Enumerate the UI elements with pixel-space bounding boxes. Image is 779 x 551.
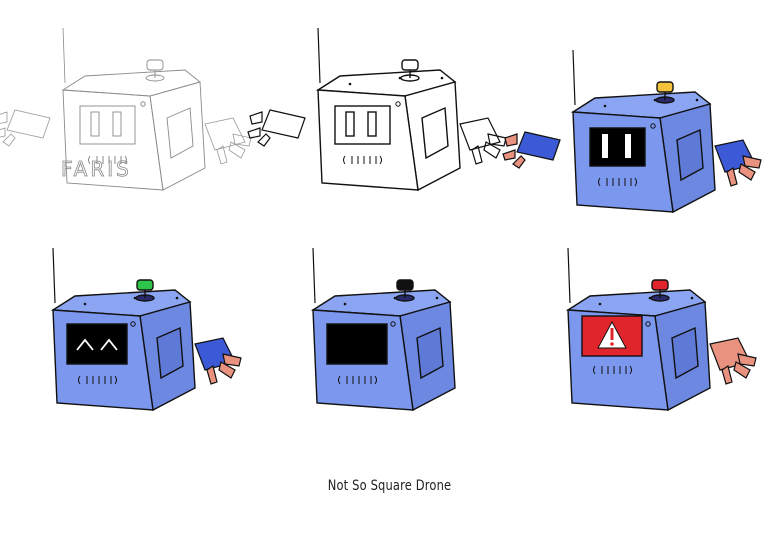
left-arm — [0, 109, 51, 147]
right-arm — [709, 337, 757, 385]
rivet — [348, 82, 352, 86]
face-screen — [581, 315, 643, 357]
face-screen — [589, 127, 646, 167]
antenna — [567, 247, 571, 304]
antenna — [62, 27, 66, 84]
face-screen — [334, 105, 391, 145]
drone-sketch: FARIS — [0, 27, 252, 191]
camera-dot — [645, 321, 651, 327]
eye-bar-right — [112, 111, 122, 137]
side-window — [676, 128, 704, 182]
left-arm-segment — [6, 109, 51, 139]
right-arm-segment — [459, 117, 501, 151]
speaker-bracket — [78, 375, 117, 385]
right-claw — [471, 133, 507, 165]
speaker-bracket — [88, 155, 127, 165]
side-window — [416, 326, 444, 380]
right-arm — [714, 139, 762, 187]
right-arm-segment — [194, 337, 236, 371]
knob-top — [656, 81, 674, 93]
face-screen — [66, 323, 128, 365]
right-arm — [194, 337, 242, 385]
rivet — [695, 98, 699, 102]
caption-title: Not So Square Drone — [327, 478, 452, 494]
rivet — [83, 302, 87, 306]
sketch-label: FARIS — [61, 157, 132, 181]
antenna — [312, 247, 316, 304]
drone-red — [565, 247, 757, 412]
rivet — [435, 296, 439, 300]
camera-dot — [390, 321, 396, 327]
side-window — [671, 326, 699, 380]
rivet — [175, 296, 179, 300]
right-arm-segment — [709, 337, 751, 371]
warning-dot — [610, 342, 614, 346]
eye-bar-left — [602, 134, 608, 158]
rivet — [603, 104, 607, 108]
right-claw — [726, 155, 762, 187]
body-top — [61, 69, 201, 97]
screen-panel — [334, 105, 391, 145]
rivet — [598, 302, 602, 306]
camera-dot — [650, 123, 656, 129]
speaker-bracket — [593, 365, 632, 375]
body-front — [317, 89, 419, 191]
right-arm — [204, 117, 252, 165]
left-claw — [0, 111, 16, 147]
speaker-bracket — [343, 155, 382, 165]
left-arm — [502, 131, 561, 169]
right-claw — [721, 353, 757, 385]
rivet — [343, 302, 347, 306]
warning-exclamation — [610, 328, 614, 340]
body-side — [149, 81, 206, 191]
right-arm-segment — [204, 117, 246, 151]
right-claw — [206, 353, 242, 385]
face-screen — [326, 323, 388, 365]
screen-panel — [326, 323, 388, 365]
left-claw — [502, 133, 526, 169]
antenna — [572, 49, 576, 106]
screen-panel — [79, 105, 136, 145]
left-arm — [247, 109, 306, 147]
right-arm — [459, 117, 507, 165]
happy-eye-right — [100, 338, 118, 351]
side-window — [421, 106, 449, 160]
happy-eye-left — [76, 338, 94, 351]
knob-top — [651, 279, 669, 291]
drone-black — [310, 247, 456, 412]
body-front — [62, 89, 164, 191]
camera-dot — [395, 101, 401, 107]
screen-panel — [589, 127, 646, 167]
side-window — [166, 107, 194, 159]
left-arm-segment — [261, 109, 306, 139]
side-window — [156, 326, 184, 380]
knob-top — [401, 59, 419, 71]
rivet — [440, 76, 444, 80]
rivet — [690, 296, 694, 300]
speaker-bracket — [338, 375, 377, 385]
knob-top — [396, 279, 414, 291]
eye-bar-left — [345, 111, 355, 137]
antenna — [317, 27, 321, 84]
camera-dot — [130, 321, 136, 327]
drone-lineart — [247, 27, 507, 192]
face-screen — [79, 105, 136, 145]
right-claw — [216, 133, 252, 165]
eye-bar-right — [367, 111, 377, 137]
speaker-bracket — [598, 177, 637, 187]
antenna — [52, 247, 56, 304]
left-claw — [247, 111, 271, 147]
eye-bar-right — [625, 134, 631, 158]
right-arm-segment — [714, 139, 756, 173]
camera-dot — [140, 101, 146, 107]
drone-green — [50, 247, 242, 412]
left-arm-segment — [516, 131, 561, 161]
knob-top — [146, 59, 164, 71]
screen-panel — [66, 323, 128, 365]
eye-bar-left — [90, 111, 100, 137]
drone-yellow — [502, 49, 762, 214]
knob-top — [136, 279, 154, 291]
